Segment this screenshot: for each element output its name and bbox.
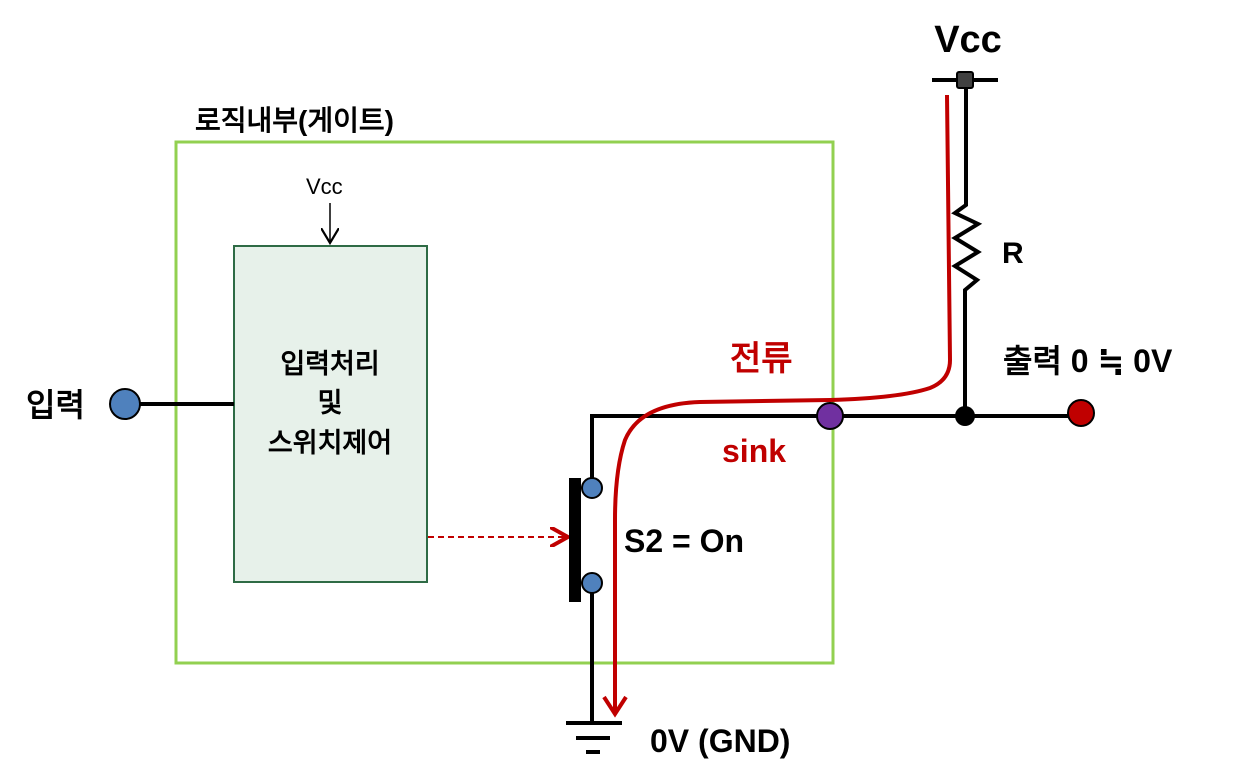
output-terminal	[1067, 399, 1095, 427]
sink-label: sink	[722, 433, 786, 469]
vcc-label: Vcc	[934, 19, 1002, 61]
switch-contact-top	[581, 477, 603, 499]
switch-top-wire	[590, 414, 1070, 478]
inner-block-line3: 스위치제어	[268, 428, 392, 458]
resistor-r	[951, 88, 983, 416]
ground-label: 0V (GND)	[650, 723, 790, 759]
switch-s2-bar	[569, 478, 581, 602]
inner-block-line1: 입력처리	[280, 349, 379, 379]
current-label: 전류	[730, 340, 793, 378]
logic-gate-title: 로직내부(게이트)	[195, 105, 394, 136]
current-arrowhead-icon	[602, 695, 628, 718]
input-terminal	[109, 388, 141, 420]
inner-block-line2: 및	[318, 388, 343, 418]
switch-label: S2 = On	[624, 523, 744, 559]
inner-vcc-label: Vcc	[306, 174, 343, 199]
output-label: 출력 0 ≒ 0V	[1003, 343, 1173, 379]
output-node-purple	[816, 402, 844, 430]
current-flow-arrow	[613, 94, 953, 712]
input-processing-block	[233, 245, 428, 583]
switch-contact-bottom	[581, 572, 603, 594]
input-label: 입력	[26, 387, 85, 423]
junction-dot	[955, 406, 975, 426]
ground-symbol-icon	[566, 721, 622, 754]
resistor-label: R	[1002, 237, 1024, 270]
vcc-terminal	[956, 71, 974, 89]
